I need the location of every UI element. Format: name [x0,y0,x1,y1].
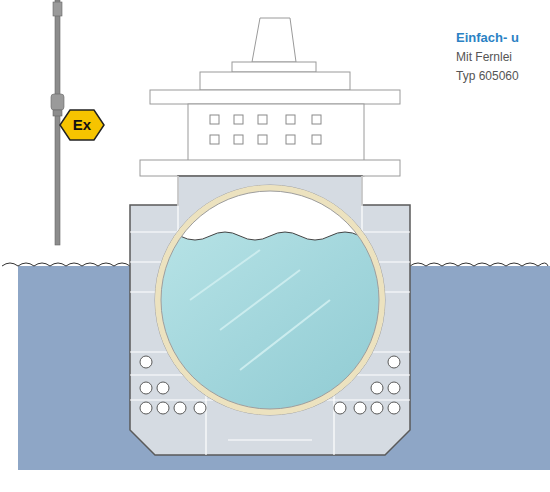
windows [210,115,321,144]
subtitle-text: Mit Fernlei [456,50,512,64]
heading-text: Einfach- u [456,30,519,46]
tank-inner-wall [161,191,379,409]
tank-insulation [158,188,382,412]
superstructure [140,18,400,176]
tank-liquid [150,180,390,420]
ex-mark-text: Ex [73,116,91,134]
type-number: Typ 605060 [456,69,519,83]
hull-structure [130,176,410,455]
ship-hull [130,176,410,455]
ex-symbol [60,110,104,140]
